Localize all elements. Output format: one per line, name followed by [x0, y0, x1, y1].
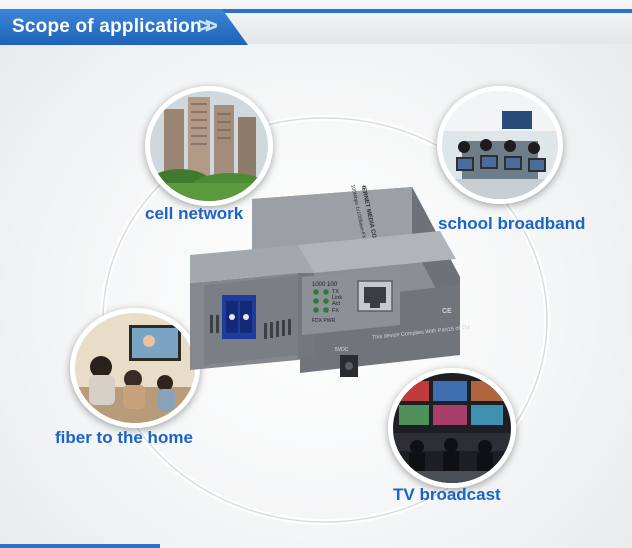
led-label-link: Link [332, 295, 342, 301]
section-header-tab [0, 9, 248, 45]
school-broadband-label: school broadband [438, 214, 586, 233]
section-title: Scope of application [12, 16, 202, 37]
led-label-tx: TX [332, 289, 339, 295]
tv-broadcast-label: TV broadcast [393, 485, 501, 504]
bottom-accent-line [0, 544, 160, 548]
ce-mark: CE [442, 308, 452, 315]
led-label-act: Act [332, 301, 340, 307]
header-accent-line [210, 9, 632, 13]
tv-broadcast-photo [388, 368, 516, 488]
cell-network-photo [145, 86, 273, 206]
media-converter-devices: This device Complies With Part15 of The … [190, 185, 470, 377]
led-label-fx: FX [332, 308, 339, 314]
school-broadband-photo [437, 86, 563, 204]
fiber-to-the-home-photo [70, 308, 200, 428]
speed-label: 1000 100 [312, 282, 338, 288]
fiber-to-the-home-label: fiber to the home [55, 428, 193, 447]
led-bottom-label: FDX PWR [312, 318, 335, 324]
status-panel: 1000 100 TX Link Act FX FDX PWR [302, 267, 400, 335]
front-panel [204, 275, 298, 365]
power-label: 5VDC [335, 347, 349, 353]
cell-network-label: cell network [145, 204, 244, 223]
